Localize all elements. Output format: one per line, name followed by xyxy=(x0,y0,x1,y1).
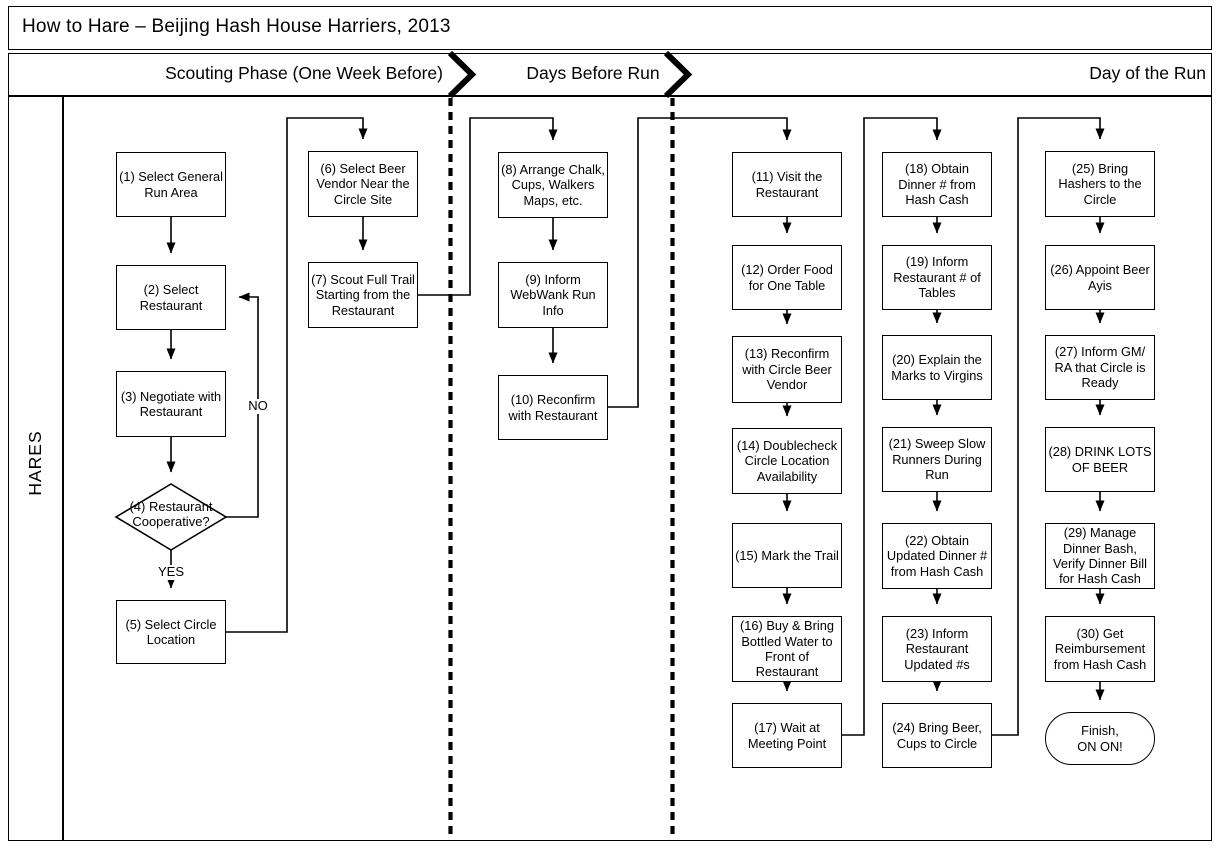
node-10-label: (10) Reconfirm with Restaurant xyxy=(508,392,598,423)
node-16-label: (16) Buy & Bring Bottled Water to Front … xyxy=(740,618,834,680)
node-8-label: (8) Arrange Chalk, Cups, Walkers Maps, e… xyxy=(501,161,605,208)
node-15: (15) Mark the Trail xyxy=(732,523,842,588)
node-9: (9) Inform WebWank Run Info xyxy=(498,262,608,328)
node-19-label: (19) Inform Restaurant # of Tables xyxy=(893,254,981,301)
title-band xyxy=(8,6,1212,50)
node-26-label: (26) Appoint Beer Ayis xyxy=(1050,262,1150,293)
node-6: (6) Select Beer Vendor Near the Circle S… xyxy=(308,151,418,217)
node-3: (3) Negotiate with Restaurant xyxy=(116,371,226,437)
finish-label: Finish, ON ON! xyxy=(1077,723,1123,754)
diagram-body xyxy=(8,96,1212,841)
branch-label-yes: YES xyxy=(151,564,191,580)
phase-label-days-before: Days Before Run xyxy=(526,63,660,83)
phase-label-day-of-run: Day of the Run xyxy=(1089,63,1206,83)
node-17: (17) Wait at Meeting Point xyxy=(732,703,842,768)
node-10: (10) Reconfirm with Restaurant xyxy=(498,375,608,440)
node-25: (25) Bring Hashers to the Circle xyxy=(1045,151,1155,217)
node-21-label: (21) Sweep Slow Runners During Run xyxy=(888,436,986,483)
decision-4-diamond xyxy=(114,483,228,551)
phase-header-band xyxy=(8,53,1212,96)
node-20-label: (20) Explain the Marks to Virgins xyxy=(891,352,983,383)
node-30: (30) Get Reimbursement from Hash Cash xyxy=(1045,616,1155,682)
node-22: (22) Obtain Updated Dinner # from Hash C… xyxy=(882,523,992,589)
node-4-decision-label: (4) Restaurant Cooperative? xyxy=(129,499,213,529)
node-1-label: (1) Select General Run Area xyxy=(119,169,223,200)
node-3-label: (3) Negotiate with Restaurant xyxy=(120,388,222,419)
lane-separator xyxy=(62,97,64,840)
node-13-label: (13) Reconfirm with Circle Beer Vendor xyxy=(742,346,832,393)
phase-label-scouting: Scouting Phase (One Week Before) xyxy=(165,63,443,83)
node-8: (8) Arrange Chalk, Cups, Walkers Maps, e… xyxy=(498,152,608,218)
node-1: (1) Select General Run Area xyxy=(116,152,226,217)
edge-5-6 xyxy=(226,117,368,633)
node-6-label: (6) Select Beer Vendor Near the Circle S… xyxy=(316,160,410,207)
node-30-label: (30) Get Reimbursement from Hash Cash xyxy=(1053,625,1147,672)
node-15-label: (15) Mark the Trail xyxy=(735,547,839,563)
node-24-label: (24) Bring Beer, Cups to Circle xyxy=(892,720,982,751)
node-7: (7) Scout Full Trail Starting from the R… xyxy=(308,262,418,328)
node-9-label: (9) Inform WebWank Run Info xyxy=(510,271,596,318)
node-27: (27) Inform GM/ RA that Circle is Ready xyxy=(1045,335,1155,400)
edge-7-8 xyxy=(418,117,558,296)
node-7-label: (7) Scout Full Trail Starting from the R… xyxy=(311,271,415,318)
node-11: (11) Visit the Restaurant xyxy=(732,152,842,217)
node-20: (20) Explain the Marks to Virgins xyxy=(882,335,992,400)
node-2: (2) Select Restaurant xyxy=(116,265,226,330)
node-29-label: (29) Manage Dinner Bash, Verify Dinner B… xyxy=(1053,525,1147,587)
node-18: (18) Obtain Dinner # from Hash Cash xyxy=(882,152,992,217)
page-title: How to Hare – Beijing Hash House Harrier… xyxy=(22,16,451,37)
node-5: (5) Select Circle Location xyxy=(116,600,226,664)
node-21: (21) Sweep Slow Runners During Run xyxy=(882,427,992,492)
node-16: (16) Buy & Bring Bottled Water to Front … xyxy=(732,616,842,682)
node-14-label: (14) Doublecheck Circle Location Availab… xyxy=(736,437,838,484)
edge-17-18 xyxy=(842,117,942,736)
node-14: (14) Doublecheck Circle Location Availab… xyxy=(732,428,842,494)
edge-24-25 xyxy=(992,117,1105,736)
node-17-label: (17) Wait at Meeting Point xyxy=(747,720,827,751)
phase-chevron-2 xyxy=(663,50,693,99)
node-27-label: (27) Inform GM/ RA that Circle is Ready xyxy=(1054,344,1146,391)
node-19: (19) Inform Restaurant # of Tables xyxy=(882,245,992,310)
node-12-label: (12) Order Food for One Table xyxy=(741,262,833,293)
node-26: (26) Appoint Beer Ayis xyxy=(1045,245,1155,310)
node-22-label: (22) Obtain Updated Dinner # from Hash C… xyxy=(886,532,988,579)
node-2-label: (2) Select Restaurant xyxy=(139,282,203,313)
lane-label-hares: HARES xyxy=(25,430,45,496)
phase-chevron-1 xyxy=(447,50,477,99)
node-5-label: (5) Select Circle Location xyxy=(125,616,217,647)
node-29: (29) Manage Dinner Bash, Verify Dinner B… xyxy=(1045,523,1155,589)
branch-label-no: NO xyxy=(243,398,273,414)
node-23-label: (23) Inform Restaurant Updated #s xyxy=(904,625,970,672)
edge-10-11 xyxy=(608,117,792,408)
node-13: (13) Reconfirm with Circle Beer Vendor xyxy=(732,336,842,403)
node-23: (23) Inform Restaurant Updated #s xyxy=(882,616,992,682)
finish-terminator: Finish, ON ON! xyxy=(1045,712,1155,765)
node-11-label: (11) Visit the Restaurant xyxy=(751,169,823,200)
node-12: (12) Order Food for One Table xyxy=(732,245,842,310)
node-28: (28) DRINK LOTS OF BEER xyxy=(1045,427,1155,492)
node-28-label: (28) DRINK LOTS OF BEER xyxy=(1048,444,1152,475)
node-18-label: (18) Obtain Dinner # from Hash Cash xyxy=(898,161,976,208)
node-25-label: (25) Bring Hashers to the Circle xyxy=(1058,160,1142,207)
node-24: (24) Bring Beer, Cups to Circle xyxy=(882,703,992,768)
